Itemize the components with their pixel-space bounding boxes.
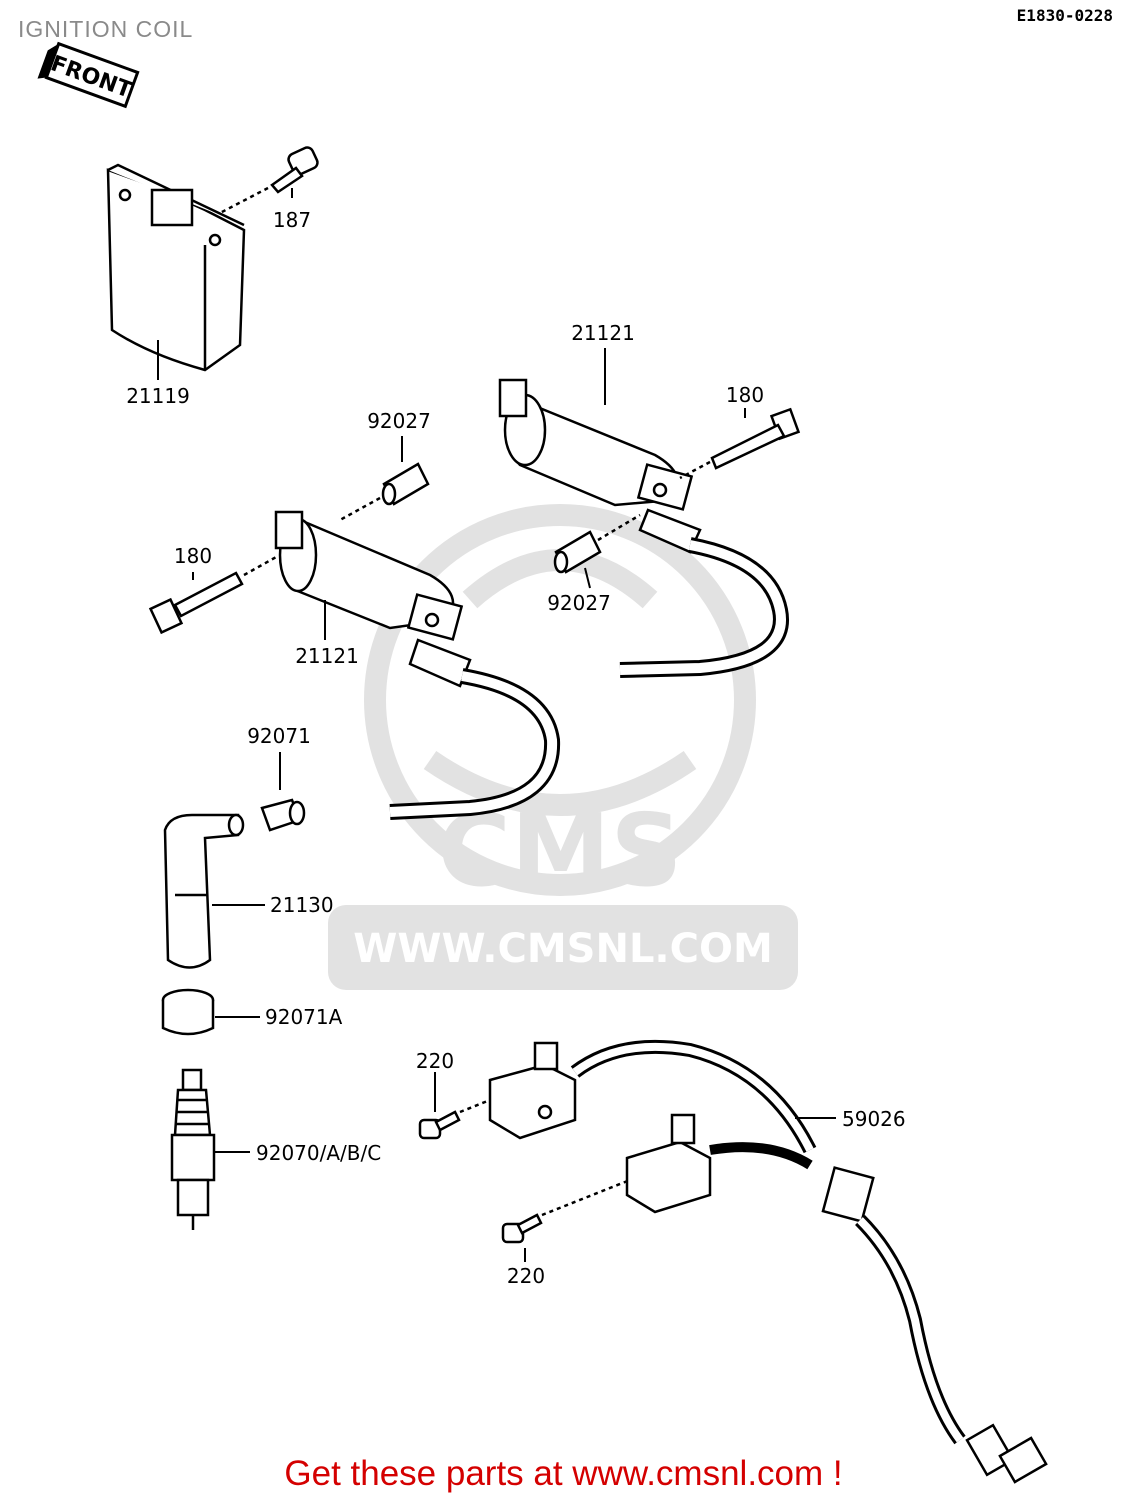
part-label-187: 187 [273,208,311,232]
part-label-92071: 92071 [247,724,311,748]
ignition-coil-front [274,510,561,820]
cap-92071 [260,798,306,832]
part-label-59026: 59026 [842,1107,906,1131]
collar-92027-lower [553,513,641,574]
part-label-180-right: 180 [726,383,764,407]
part-label-92071A: 92071A [265,1005,343,1029]
diagram-title: IGNITION COIL [18,16,194,42]
part-label-220-lower: 220 [507,1264,545,1288]
parts-link-banner[interactable]: Get these parts at www.cmsnl.com ! [284,1454,843,1493]
screw-220-lower [501,1178,631,1244]
part-label-180-left: 180 [174,544,212,568]
watermark-url: WWW.CMSNL.COM [353,926,773,972]
front-direction-tag: FRONT [37,41,140,109]
part-label-92027-upper: 92027 [367,409,431,433]
leader-lines [157,188,836,1262]
part-label-21119: 21119 [126,384,190,408]
screw-220-upper [418,1098,491,1140]
part-label-220-upper: 220 [416,1049,454,1073]
collar-92027-upper [339,462,430,522]
part-label-21121-front: 21121 [295,644,359,668]
bolt-180-right [679,407,801,480]
part-label-92027-lower: 92027 [547,591,611,615]
screw-187 [219,146,319,215]
ignition-coil-rear [498,378,789,678]
cms-watermark: CMS WWW.CMSNL.COM [328,504,798,990]
part-label-21130: 21130 [270,893,334,917]
plug-cap-21130 [163,813,245,969]
igniter-unit [106,163,246,372]
part-label-21121-rear: 21121 [571,321,635,345]
reference-code: E1830-0228 [1016,6,1113,25]
harness-59026 [488,1039,1048,1484]
part-label-92070: 92070/A/B/C [256,1141,381,1165]
cap-92071A [161,988,215,1036]
bolt-180-left [148,554,279,635]
spark-plug-92070 [170,1068,216,1230]
